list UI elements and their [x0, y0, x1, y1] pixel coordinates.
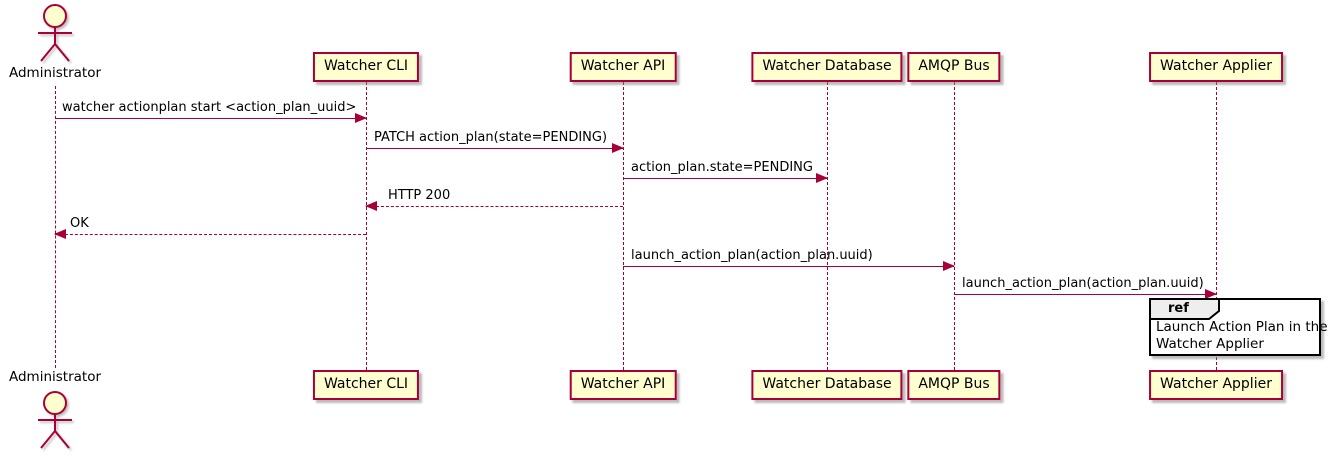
arrowhead-icon: [816, 173, 828, 183]
arrowhead-icon: [355, 113, 367, 123]
lifeline-amqp-bus: [954, 82, 955, 370]
actor-icon-top: [38, 4, 72, 62]
participant-bottom-watcher-applier: Watcher Applier: [1149, 370, 1283, 400]
arrowhead-icon: [54, 229, 66, 239]
message-label: launch_action_plan(action_plan.uuid): [631, 248, 873, 263]
arrow-line: [623, 266, 954, 267]
arrow-line: [366, 148, 623, 149]
participant-bottom-watcher-cli: Watcher CLI: [312, 370, 420, 400]
ref-header-tab: [1149, 298, 1220, 320]
participant-bottom-watcher-api: Watcher API: [569, 370, 677, 400]
actor-label-top: Administrator: [8, 65, 102, 81]
message-label: HTTP 200: [388, 188, 451, 203]
actor-label-bottom: Administrator: [8, 369, 102, 385]
message-label: launch_action_plan(action_plan.uuid): [962, 276, 1204, 291]
message-label: action_plan.state=PENDING: [631, 160, 813, 175]
arrowhead-icon: [365, 201, 377, 211]
participant-top-watcher-applier: Watcher Applier: [1149, 52, 1283, 82]
arrow-line: [366, 206, 623, 207]
arrow-line: [55, 118, 366, 119]
ref-fragment: ref Launch Action Plan in the Watcher Ap…: [1149, 298, 1328, 356]
participant-top-watcher-cli: Watcher CLI: [312, 52, 420, 82]
arrow-line: [55, 234, 366, 235]
ref-text-line2: Watcher Applier: [1156, 336, 1264, 352]
lifeline-administrator: [55, 86, 56, 368]
ref-text: Launch Action Plan in the Watcher Applie…: [1156, 319, 1328, 353]
message-label: PATCH action_plan(state=PENDING): [374, 130, 608, 145]
ref-text-line1: Launch Action Plan in the: [1156, 319, 1328, 335]
arrow-line: [623, 178, 827, 179]
participant-bottom-watcher-database: Watcher Database: [751, 370, 903, 400]
lifeline-watcher-applier: [1216, 82, 1217, 370]
lifeline-watcher-database: [827, 82, 828, 370]
participant-bottom-amqp-bus: AMQP Bus: [907, 370, 1001, 400]
arrowhead-icon: [943, 261, 955, 271]
participant-top-amqp-bus: AMQP Bus: [907, 52, 1001, 82]
ref-keyword: ref: [1168, 301, 1189, 316]
message-label: watcher actionplan start <action_plan_uu…: [62, 100, 357, 115]
participant-top-watcher-database: Watcher Database: [751, 52, 903, 82]
message-label: OK: [70, 216, 89, 231]
arrow-line: [954, 294, 1216, 295]
arrowhead-icon: [1205, 289, 1217, 299]
actor-icon-bottom: [38, 391, 72, 449]
arrowhead-icon: [612, 143, 624, 153]
lifeline-watcher-cli: [366, 82, 367, 370]
lifeline-watcher-api: [623, 82, 624, 370]
participant-top-watcher-api: Watcher API: [569, 52, 677, 82]
